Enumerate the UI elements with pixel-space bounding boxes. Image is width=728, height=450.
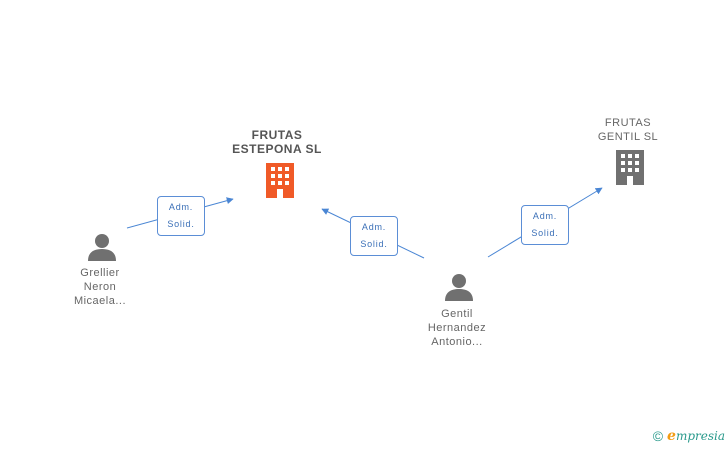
building-icon[interactable]: [264, 163, 296, 199]
relation-badge-adm-solid[interactable]: Adm. Solid.: [157, 196, 205, 236]
relation-line1: Adm.: [361, 222, 387, 232]
brand-logo[interactable]: empresia: [667, 428, 725, 444]
company-name-line2: GENTIL SL: [597, 131, 659, 143]
relation-line2: Solid.: [167, 219, 195, 229]
copyright-icon: ©: [652, 428, 664, 444]
person-icon[interactable]: [86, 232, 118, 262]
company-name-line1: FRUTAS: [251, 128, 303, 142]
company-name-line1: FRUTAS: [604, 117, 652, 129]
person-name-line2: Hernandez: [427, 322, 487, 334]
person-name-line1: Grellier: [80, 267, 120, 279]
person-label-gentil[interactable]: Gentil Hernandez Antonio...: [407, 307, 507, 349]
relation-line2: Solid.: [531, 228, 559, 238]
relation-line1: Adm.: [532, 211, 558, 221]
footer-brand: © empresia: [653, 428, 725, 444]
building-icon[interactable]: [614, 150, 646, 186]
company-name-line2: ESTEPONA SL: [232, 142, 322, 156]
company-label-frutas-estepona[interactable]: FRUTAS ESTEPONA SL: [222, 128, 332, 156]
relation-badge-adm-solid[interactable]: Adm. Solid.: [521, 205, 569, 245]
person-name-line3: Micaela...: [73, 295, 127, 307]
company-label-frutas-gentil[interactable]: FRUTAS GENTIL SL: [578, 116, 678, 144]
person-label-grellier[interactable]: Grellier Neron Micaela...: [50, 266, 150, 308]
relation-badge-adm-solid[interactable]: Adm. Solid.: [350, 216, 398, 256]
person-name-line1: Gentil: [441, 308, 473, 320]
relation-line1: Adm.: [168, 202, 194, 212]
relation-line2: Solid.: [360, 239, 388, 249]
person-name-line3: Antonio...: [431, 336, 483, 348]
person-name-line2: Neron: [83, 281, 117, 293]
person-icon[interactable]: [443, 272, 475, 302]
